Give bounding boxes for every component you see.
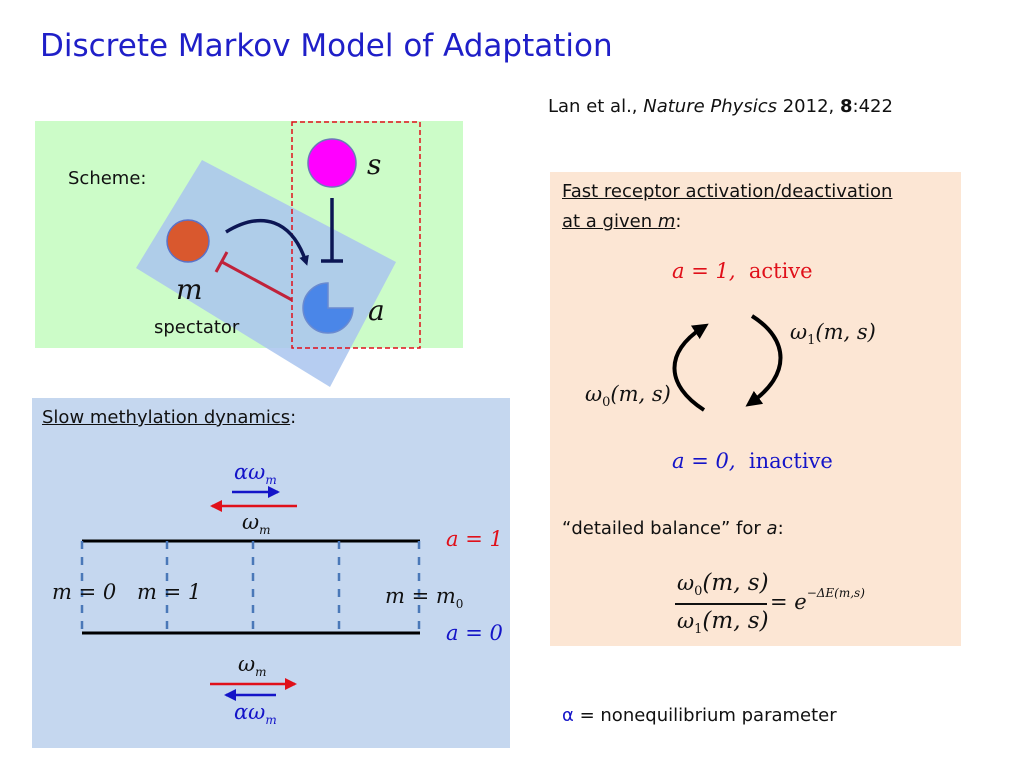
receptor-icon <box>302 282 354 334</box>
page-title: Discrete Markov Model of Adaptation <box>40 28 613 64</box>
m-max-label: m = m0 <box>385 584 463 611</box>
scheme-label: Scheme: <box>68 168 147 189</box>
m-max-sub: 0 <box>455 597 464 612</box>
eq-rhs-text: = e <box>770 590 807 614</box>
omega0-args: (m, s) <box>610 382 671 406</box>
activation-arrow <box>672 323 709 412</box>
citation-volume: 8 <box>839 96 853 117</box>
eq-den-omega: ω <box>677 609 695 633</box>
nonequilibrium-note: α = nonequilibrium parameter <box>562 705 837 726</box>
fast-heading-line2: at a given m: <box>562 211 681 232</box>
activation-arrow-m <box>225 218 309 266</box>
db-end: : <box>777 518 784 539</box>
citation-pages: :422 <box>852 96 893 117</box>
m1-label: m = 1 <box>137 580 202 604</box>
nonequilibrium-text: = nonequilibrium parameter <box>573 705 837 726</box>
inactive-level-label: a = 0 <box>446 621 503 645</box>
eq-numerator: ω0(m, s) <box>677 570 769 599</box>
eq-num-args: (m, s) <box>702 570 769 596</box>
m-label: m <box>176 273 203 306</box>
methylation-ball <box>166 219 210 263</box>
omega-top-symbol: ω <box>242 510 260 534</box>
inhibition-bar-a <box>214 251 229 273</box>
eq-den-args: (m, s) <box>702 608 769 634</box>
eq-denominator: ω1(m, s) <box>677 608 769 637</box>
citation-year: 2012, <box>776 96 840 117</box>
omega-bottom: ωm <box>238 652 267 679</box>
citation-journal: Nature Physics <box>643 96 777 117</box>
spectator-label: spectator <box>154 317 240 338</box>
omega0-rate: ω0(m, s) <box>585 382 671 410</box>
db-var: a <box>766 518 778 539</box>
alpha-omega-bottom: αωm <box>234 700 277 727</box>
deactivation-arrow <box>745 314 783 407</box>
a-label: a <box>368 294 385 327</box>
fast-heading-line1: Fast receptor activation/deactivation <box>562 181 893 202</box>
db-text: “detailed balance” for <box>562 518 767 539</box>
slow-methylation-panel <box>32 398 510 748</box>
active-equation: a = 1, <box>672 259 736 283</box>
omega-bottom-sub: m <box>255 665 267 680</box>
slow-heading-text: Slow methylation dynamics <box>42 407 291 428</box>
active-level-label: a = 1 <box>446 527 503 551</box>
inactive-equation: a = 0, <box>672 449 736 473</box>
slow-heading: Slow methylation dynamics: <box>42 407 296 428</box>
alpha-omega-top-symbol: αω <box>234 460 266 484</box>
inhibition-line-a <box>221 260 293 302</box>
omega1-symbol: ω <box>790 320 808 344</box>
omega-bottom-symbol: ω <box>238 652 256 676</box>
alpha-omega-bottom-symbol: αω <box>234 700 266 724</box>
fast-activation-panel <box>550 172 961 646</box>
alpha-omega-bottom-sub: m <box>265 713 277 728</box>
citation-authors: Lan et al., <box>548 96 644 117</box>
alpha-omega-top-sub: m <box>265 473 277 488</box>
eq-exponent: −ΔE(m,s) <box>806 586 865 600</box>
s-label: s <box>367 148 382 181</box>
active-word: active <box>748 259 813 283</box>
eq-den-sub: 1 <box>694 622 703 638</box>
alpha-omega-top: αωm <box>234 460 277 487</box>
omega1-args: (m, s) <box>815 320 876 344</box>
omega-top-sub: m <box>259 523 271 538</box>
eq-num-omega: ω <box>677 571 695 595</box>
eq-rhs: = e−ΔE(m,s) <box>770 586 865 614</box>
detailed-balance-label: “detailed balance” for a: <box>562 518 784 539</box>
alpha-symbol: α <box>562 705 574 726</box>
fast-heading-text: at a given <box>562 211 658 232</box>
active-state-label: a = 1, active <box>672 259 813 283</box>
omega0-sub: 0 <box>602 395 611 411</box>
eq-num-sub: 0 <box>694 584 703 600</box>
fraction-bar <box>675 603 767 605</box>
fast-heading-var: m <box>657 211 676 232</box>
m0-label: m = 0 <box>52 580 117 604</box>
omega1-sub: 1 <box>807 333 816 349</box>
inactive-word: inactive <box>748 449 833 473</box>
ligand-ball <box>307 138 357 188</box>
citation: Lan et al., Nature Physics 2012, 8:422 <box>548 96 893 117</box>
m-max-text: m = m <box>385 584 456 608</box>
omega1-rate: ω1(m, s) <box>790 320 876 348</box>
slow-heading-end: : <box>290 407 297 428</box>
omega0-symbol: ω <box>585 382 603 406</box>
inactive-state-label: a = 0, inactive <box>672 449 833 473</box>
fast-heading-end: : <box>675 211 682 232</box>
omega-top: ωm <box>242 510 271 537</box>
